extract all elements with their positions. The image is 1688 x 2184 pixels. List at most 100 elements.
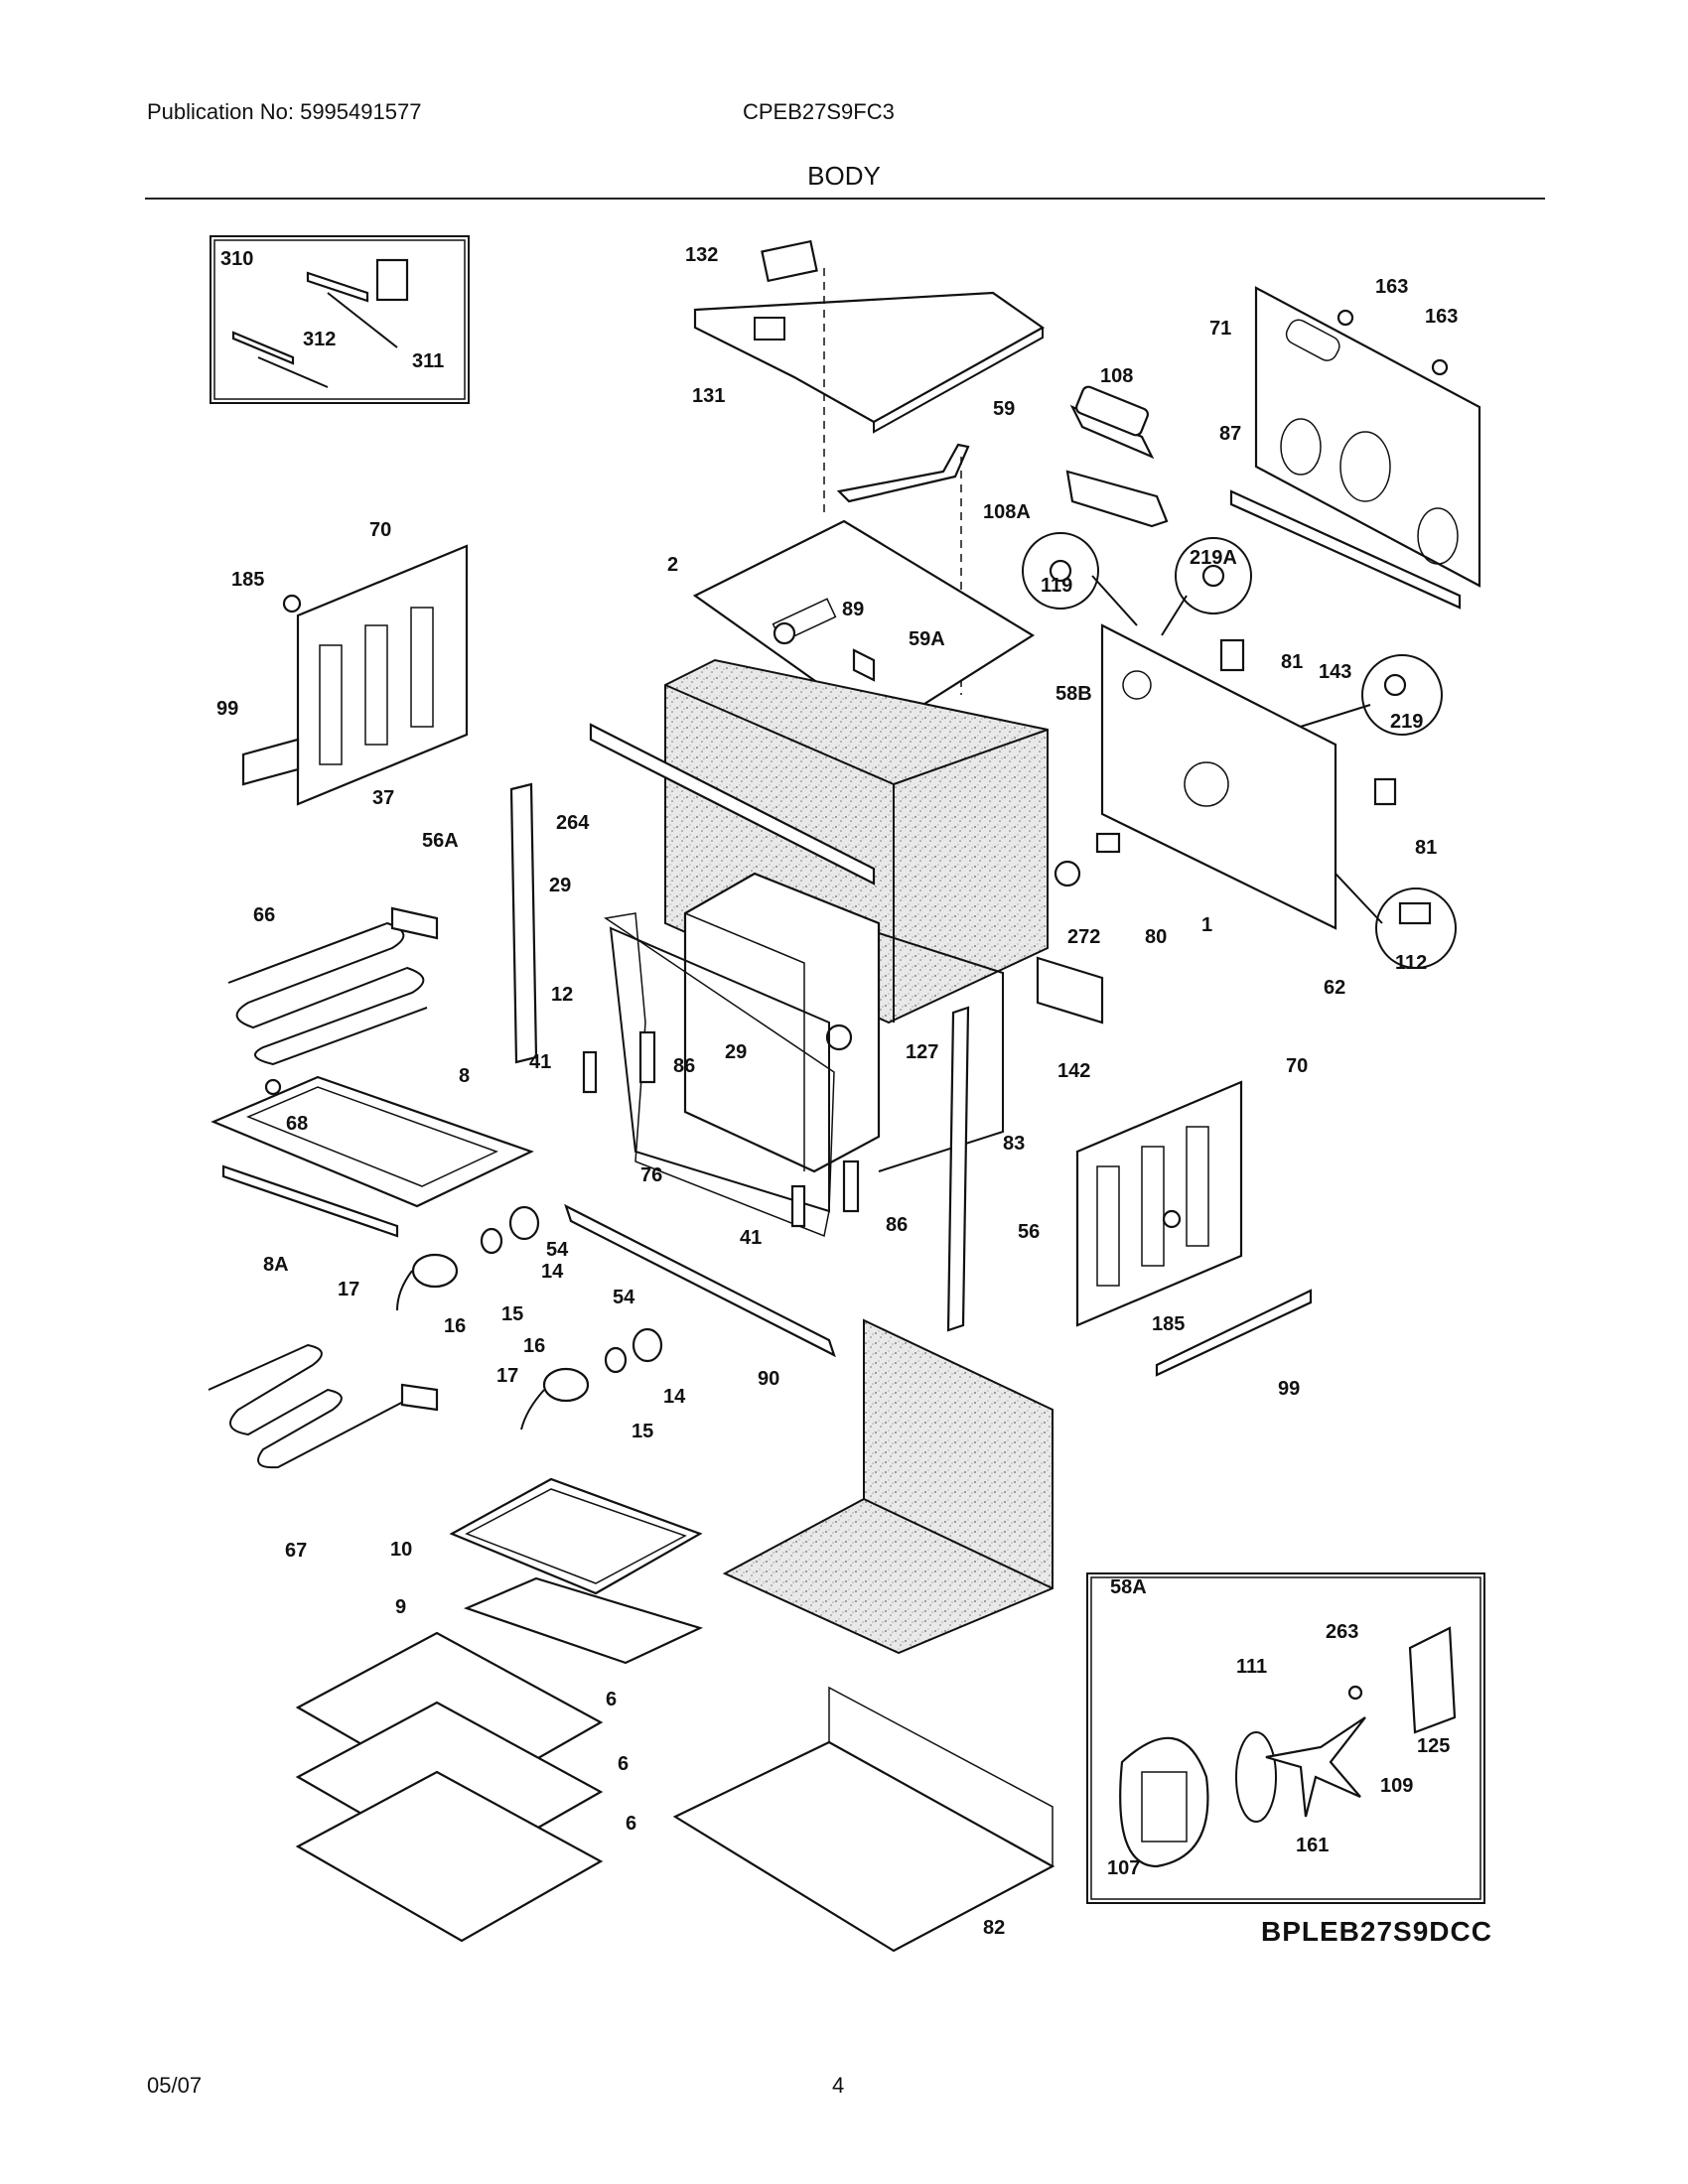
callout-41-b: 41 bbox=[740, 1227, 762, 1249]
header-rule bbox=[145, 198, 1545, 200]
insulation-58A bbox=[722, 1318, 1054, 1655]
callout-67: 67 bbox=[285, 1540, 307, 1562]
callout-311: 311 bbox=[412, 350, 444, 372]
rear-panel-1 bbox=[1054, 623, 1397, 930]
callout-16-b: 16 bbox=[523, 1335, 545, 1357]
part-108 bbox=[1065, 385, 1169, 528]
element-66 bbox=[227, 906, 439, 1066]
callout-9: 9 bbox=[395, 1596, 406, 1618]
callout-59A: 59A bbox=[909, 628, 945, 650]
oven-racks bbox=[295, 1631, 604, 1943]
callout-29-b: 29 bbox=[725, 1041, 747, 1063]
callout-219A: 219A bbox=[1190, 547, 1237, 569]
callout-90: 90 bbox=[758, 1368, 779, 1390]
callout-99-left: 99 bbox=[216, 698, 238, 720]
callout-108: 108 bbox=[1100, 365, 1133, 387]
callout-66: 66 bbox=[253, 904, 275, 926]
inset-box-310 bbox=[210, 235, 470, 404]
callout-83: 83 bbox=[1003, 1133, 1025, 1155]
callout-14-b: 14 bbox=[663, 1386, 686, 1408]
side-panel-70-left bbox=[241, 544, 469, 806]
callout-81-b: 81 bbox=[1415, 837, 1437, 859]
callout-99-right: 99 bbox=[1278, 1378, 1300, 1400]
callout-6-c: 6 bbox=[626, 1813, 636, 1835]
callout-86-a: 86 bbox=[673, 1055, 695, 1077]
callout-81-a: 81 bbox=[1281, 651, 1303, 673]
callout-143: 143 bbox=[1319, 661, 1351, 683]
inset-fan-box bbox=[1086, 1572, 1485, 1904]
callout-80: 80 bbox=[1145, 926, 1167, 948]
callout-112: 112 bbox=[1395, 952, 1427, 974]
callout-163-b: 163 bbox=[1425, 306, 1458, 328]
callout-58A: 58A bbox=[1110, 1576, 1147, 1598]
callout-1: 1 bbox=[1201, 914, 1212, 936]
window-8 bbox=[211, 1075, 534, 1238]
callout-10: 10 bbox=[390, 1539, 412, 1561]
callout-71: 71 bbox=[1209, 318, 1231, 340]
callout-8A: 8A bbox=[263, 1254, 289, 1276]
callout-6-b: 6 bbox=[618, 1753, 629, 1775]
callout-56A: 56A bbox=[422, 830, 459, 852]
callout-86-b: 86 bbox=[886, 1214, 908, 1236]
element-67 bbox=[208, 1343, 439, 1469]
callout-17-b: 17 bbox=[496, 1365, 518, 1387]
callout-16-a: 16 bbox=[444, 1315, 466, 1337]
callout-12: 12 bbox=[551, 984, 573, 1006]
page-number: 4 bbox=[832, 2073, 845, 2098]
callout-68: 68 bbox=[286, 1113, 308, 1135]
callout-312: 312 bbox=[303, 329, 336, 350]
callout-89: 89 bbox=[842, 599, 864, 620]
callout-15-b: 15 bbox=[632, 1421, 653, 1442]
callout-125: 125 bbox=[1417, 1735, 1450, 1757]
back-panel-71 bbox=[1229, 286, 1481, 610]
callout-219: 219 bbox=[1390, 711, 1423, 733]
side-panel-70-right bbox=[1075, 1080, 1313, 1377]
callout-127: 127 bbox=[906, 1041, 938, 1063]
callout-272: 272 bbox=[1067, 926, 1100, 948]
callout-108A: 108A bbox=[983, 501, 1031, 523]
callout-17-a: 17 bbox=[338, 1279, 359, 1300]
callout-70-left: 70 bbox=[369, 519, 391, 541]
callout-labels: 310 312 311 132 131 59 108 108A 163 163 … bbox=[216, 244, 1458, 1939]
callout-185-left: 185 bbox=[231, 569, 264, 591]
callout-41-a: 41 bbox=[529, 1051, 551, 1073]
callout-54-a: 54 bbox=[546, 1239, 569, 1261]
callout-163-a: 163 bbox=[1375, 276, 1408, 298]
callout-119: 119 bbox=[1041, 575, 1072, 597]
callout-131: 131 bbox=[692, 385, 725, 407]
footer-date: 05/07 bbox=[147, 2073, 203, 2098]
section-title: BODY bbox=[807, 161, 881, 191]
callout-142: 142 bbox=[1057, 1060, 1090, 1082]
frame-parts bbox=[509, 723, 1104, 1358]
callout-264: 264 bbox=[556, 812, 590, 834]
callout-29-a: 29 bbox=[549, 875, 571, 896]
callout-6-a: 6 bbox=[606, 1689, 617, 1710]
callout-82: 82 bbox=[983, 1917, 1005, 1939]
bottom-82 bbox=[672, 1686, 1055, 1953]
callout-37: 37 bbox=[372, 787, 394, 809]
top-panel-131 bbox=[693, 239, 1046, 516]
callout-70-right: 70 bbox=[1286, 1055, 1308, 1077]
oven-cavity bbox=[683, 872, 1004, 1173]
callout-54-b: 54 bbox=[613, 1287, 635, 1308]
broil-pan bbox=[449, 1477, 704, 1665]
callout-185-right: 185 bbox=[1152, 1313, 1185, 1335]
callout-8: 8 bbox=[459, 1065, 470, 1087]
callout-310: 310 bbox=[220, 248, 253, 270]
callout-14-a: 14 bbox=[541, 1261, 564, 1283]
callout-62: 62 bbox=[1324, 977, 1345, 999]
lamps bbox=[396, 1205, 663, 1431]
callout-59: 59 bbox=[993, 398, 1015, 420]
callout-161: 161 bbox=[1296, 1835, 1329, 1856]
callout-87: 87 bbox=[1219, 423, 1241, 445]
diagram-code: BPLEB27S9DCC bbox=[1261, 1916, 1492, 1947]
model-number: CPEB27S9FC3 bbox=[743, 99, 895, 124]
callout-109: 109 bbox=[1380, 1775, 1413, 1797]
callout-76: 76 bbox=[640, 1164, 662, 1186]
callout-132: 132 bbox=[685, 244, 718, 266]
callout-58B: 58B bbox=[1055, 683, 1092, 705]
callout-111: 111 bbox=[1236, 1656, 1267, 1678]
callout-15-a: 15 bbox=[501, 1303, 523, 1325]
callout-263: 263 bbox=[1326, 1621, 1358, 1643]
